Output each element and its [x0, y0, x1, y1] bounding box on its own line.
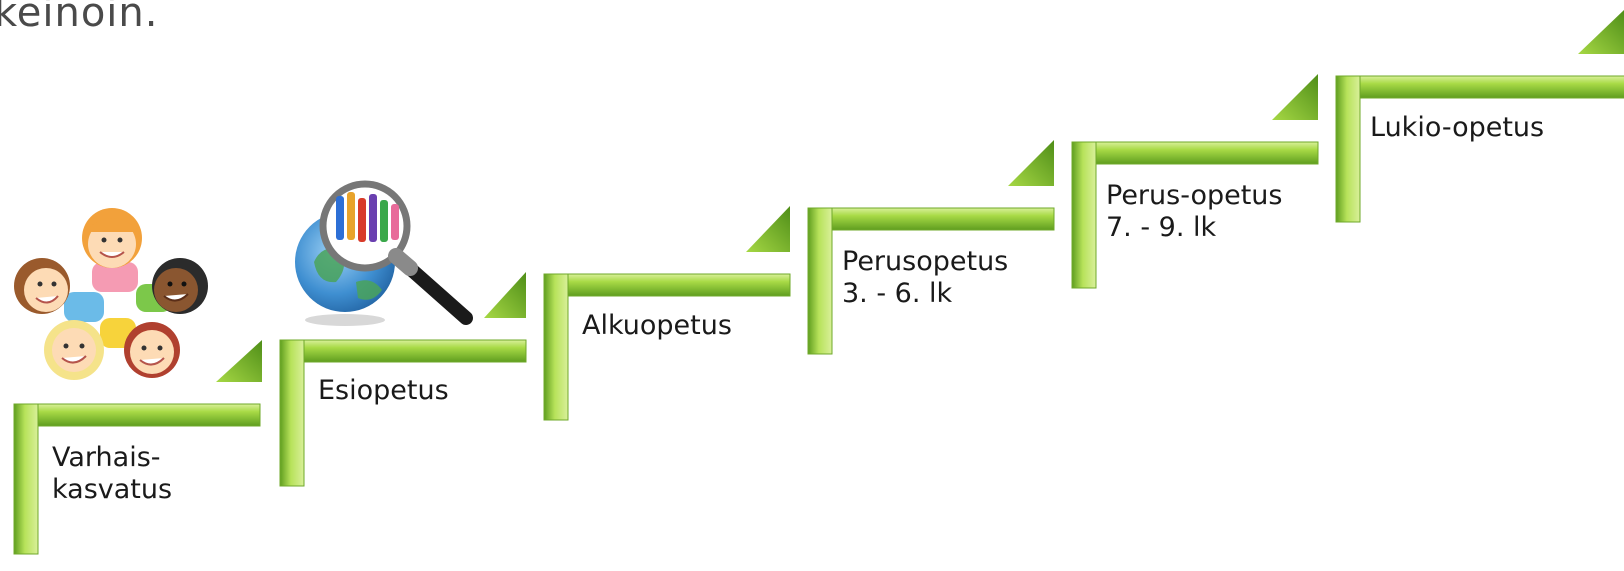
step-label-line2: kasvatus	[52, 474, 173, 505]
step-2-corner-triangle	[484, 272, 526, 318]
step-label-esiopetus: Esiopetus	[318, 375, 449, 407]
step-label-line2: 7. - 9. lk	[1106, 212, 1217, 243]
step-label-line1: Alkuopetus	[582, 310, 732, 341]
globe-magnifier-illustration	[295, 180, 473, 326]
step-6-bracket	[1335, 75, 1624, 223]
step-label-line1: Perus-opetus	[1106, 180, 1283, 211]
step-4-bracket	[807, 207, 1055, 355]
step-label-perusopetus: Perusopetus 3. - 6. lk	[842, 246, 1008, 310]
step-4-corner-triangle	[1008, 140, 1054, 186]
step-3-corner-triangle	[746, 206, 790, 252]
step-5-bracket	[1071, 141, 1319, 289]
step-label-lukio-opetus: Lukio-opetus	[1370, 112, 1544, 144]
step-label-alkuopetus: Alkuopetus	[582, 310, 732, 342]
partial-heading-text: keinoin.	[0, 0, 159, 36]
step-1-bracket	[13, 403, 261, 555]
step-label-perus-opetus: Perus-opetus 7. - 9. lk	[1106, 180, 1283, 244]
step-label-line1: Esiopetus	[318, 375, 449, 406]
step-label-line1: Varhais-	[52, 442, 161, 473]
step-label-varhaiskasvatus: Varhais- kasvatus	[52, 442, 172, 506]
step-1-corner-triangle	[216, 340, 262, 382]
step-6-corner-triangle	[1578, 10, 1624, 54]
step-2-bracket	[279, 339, 527, 487]
step-label-line2: 3. - 6. lk	[842, 278, 953, 309]
step-label-line1: Lukio-opetus	[1370, 112, 1545, 143]
step-label-line1: Perusopetus	[842, 246, 1009, 277]
step-5-corner-triangle	[1272, 74, 1318, 120]
children-circle-illustration	[14, 208, 208, 380]
step-3-bracket	[543, 273, 791, 421]
